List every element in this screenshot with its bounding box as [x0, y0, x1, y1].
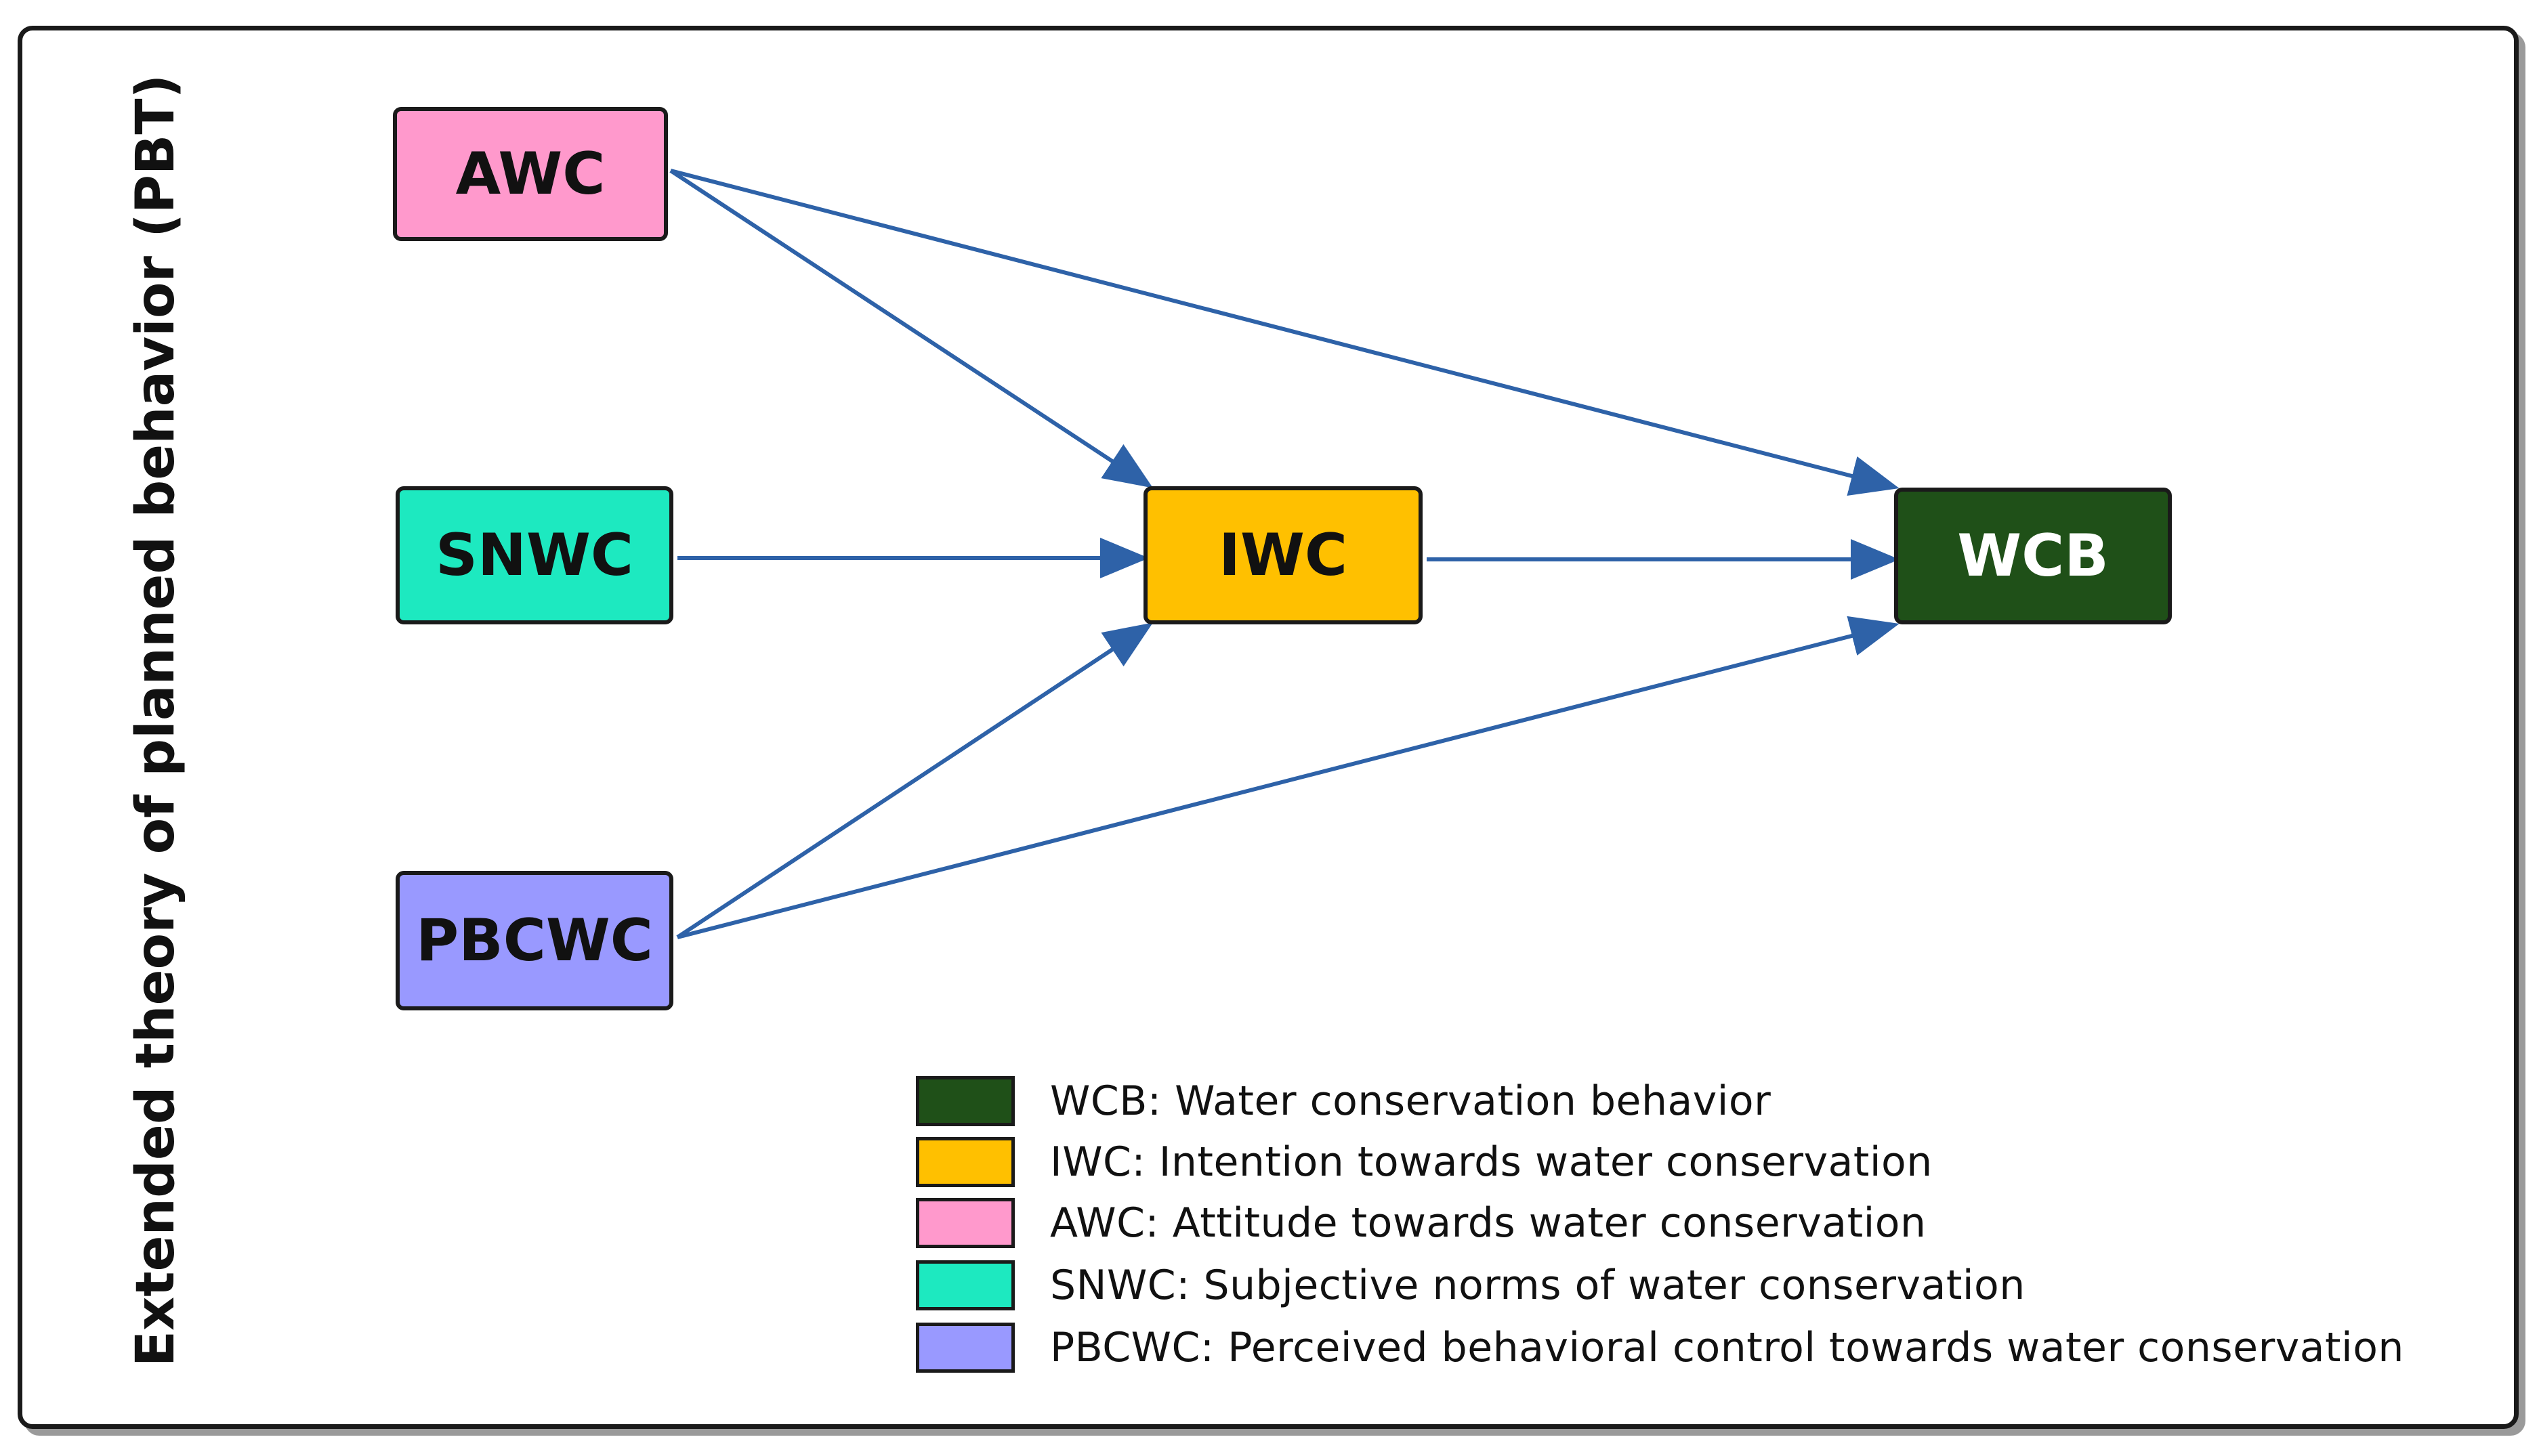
legend-label-wcb: WCB: Water conservation behavior	[1050, 1077, 1771, 1125]
edge-pbcwc-wcb	[677, 616, 1900, 939]
legend-item-pbcwc: PBCWC: Perceived behavioral control towa…	[916, 1321, 2404, 1375]
legend-label-snwc: SNWC: Subjective norms of water conserva…	[1050, 1262, 2026, 1309]
legend-item-snwc: SNWC: Subjective norms of water conserva…	[916, 1258, 2026, 1312]
diagram-frame	[18, 26, 2519, 1429]
legend-swatch-pbcwc	[916, 1323, 1015, 1373]
node-wcb: WCB	[1894, 488, 2172, 624]
legend-label-iwc: IWC: Intention towards water conservatio…	[1050, 1138, 1933, 1186]
legend-label-awc: AWC: Attitude towards water conservation	[1050, 1199, 1927, 1247]
node-awc: AWC	[393, 107, 668, 241]
legend-item-awc: AWC: Attitude towards water conservation	[916, 1196, 1927, 1250]
legend-item-iwc: IWC: Intention towards water conservatio…	[916, 1135, 1933, 1189]
legend-swatch-awc	[916, 1198, 1015, 1248]
edge-pbcwc-iwc	[676, 622, 1154, 939]
legend-item-wcb: WCB: Water conservation behavior	[916, 1074, 1771, 1128]
legend-swatch-iwc	[916, 1137, 1015, 1187]
node-pbcwc: PBCWC	[396, 871, 673, 1010]
edge-awc-iwc	[669, 169, 1154, 488]
legend-label-pbcwc: PBCWC: Perceived behavioral control towa…	[1050, 1324, 2404, 1371]
legend-swatch-wcb	[916, 1076, 1015, 1126]
node-iwc: IWC	[1143, 486, 1423, 624]
legend-swatch-snwc	[916, 1260, 1015, 1310]
node-snwc: SNWC	[396, 486, 673, 624]
edge-awc-wcb	[670, 169, 1900, 496]
